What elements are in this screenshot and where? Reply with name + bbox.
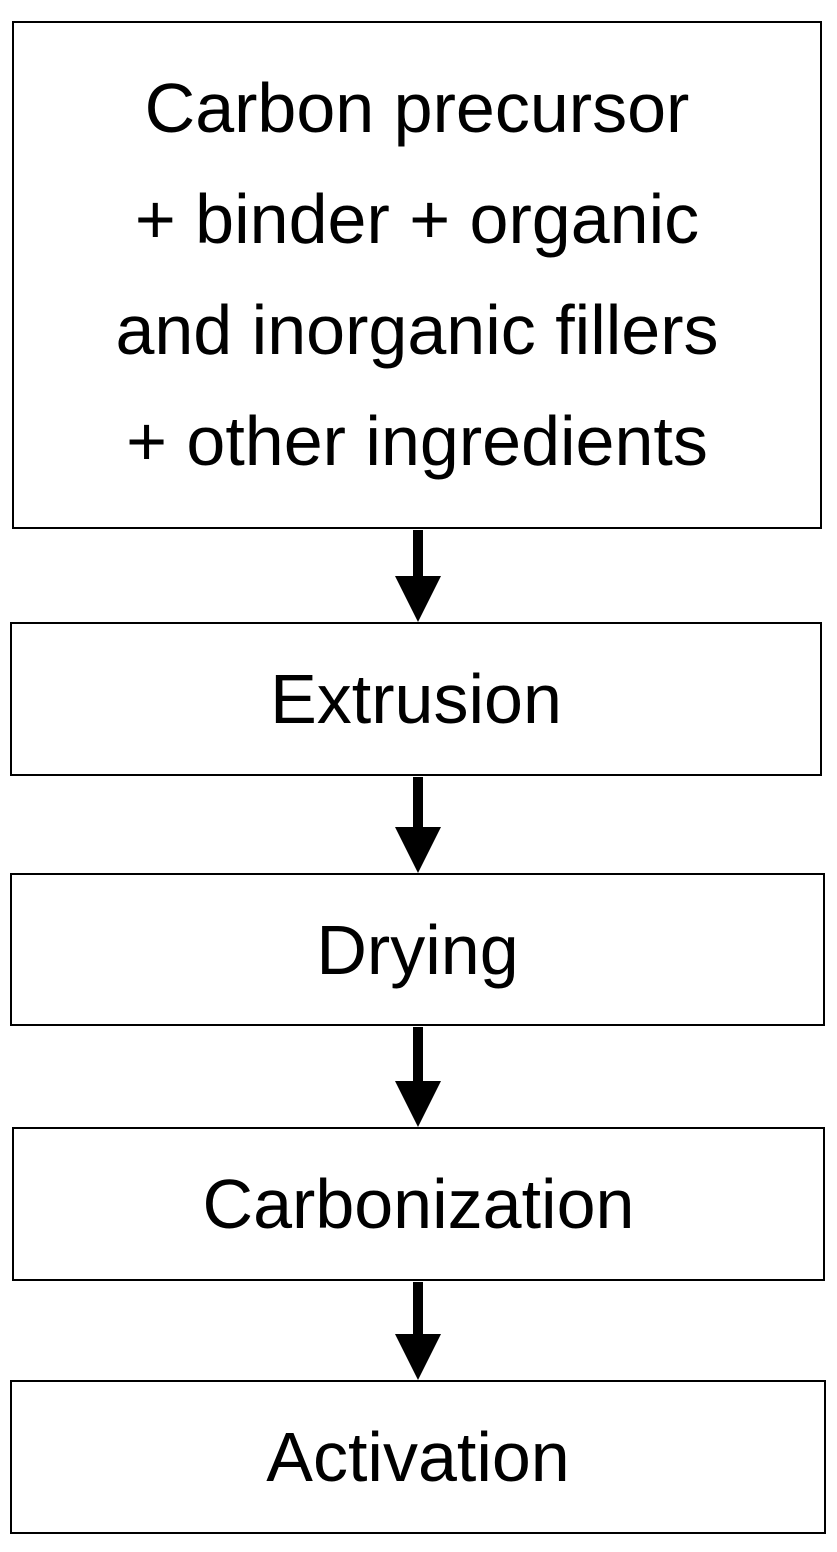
input-line-3: and inorganic fillers xyxy=(115,291,719,369)
arrow-head xyxy=(395,576,441,622)
step-box-carbonization: Carbonization xyxy=(12,1127,825,1281)
input-line-1: Carbon precursor xyxy=(144,69,690,147)
input-line-4: + other ingredients xyxy=(126,402,708,480)
step-label-carbonization: Carbonization xyxy=(202,1165,635,1243)
step-label-extrusion: Extrusion xyxy=(270,660,562,738)
down-arrow-icon xyxy=(395,1027,441,1127)
arrow-shaft xyxy=(413,1027,423,1083)
arrow-shaft xyxy=(413,777,423,829)
down-arrow-icon xyxy=(395,1282,441,1380)
step-label-input-materials: Carbon precursor + binder + organic and … xyxy=(115,53,718,497)
step-box-drying: Drying xyxy=(10,873,825,1026)
step-label-drying: Drying xyxy=(316,910,519,989)
arrow-head xyxy=(395,1081,441,1127)
step-box-activation: Activation xyxy=(10,1380,826,1534)
step-box-input-materials: Carbon precursor + binder + organic and … xyxy=(12,21,822,529)
arrow-head xyxy=(395,1334,441,1380)
down-arrow-icon xyxy=(395,530,441,622)
step-box-extrusion: Extrusion xyxy=(10,622,822,776)
arrow-shaft xyxy=(413,1282,423,1336)
step-label-activation: Activation xyxy=(266,1418,570,1496)
input-line-2: + binder + organic xyxy=(134,180,700,258)
arrow-shaft xyxy=(413,530,423,580)
down-arrow-icon xyxy=(395,777,441,873)
arrow-head xyxy=(395,827,441,873)
